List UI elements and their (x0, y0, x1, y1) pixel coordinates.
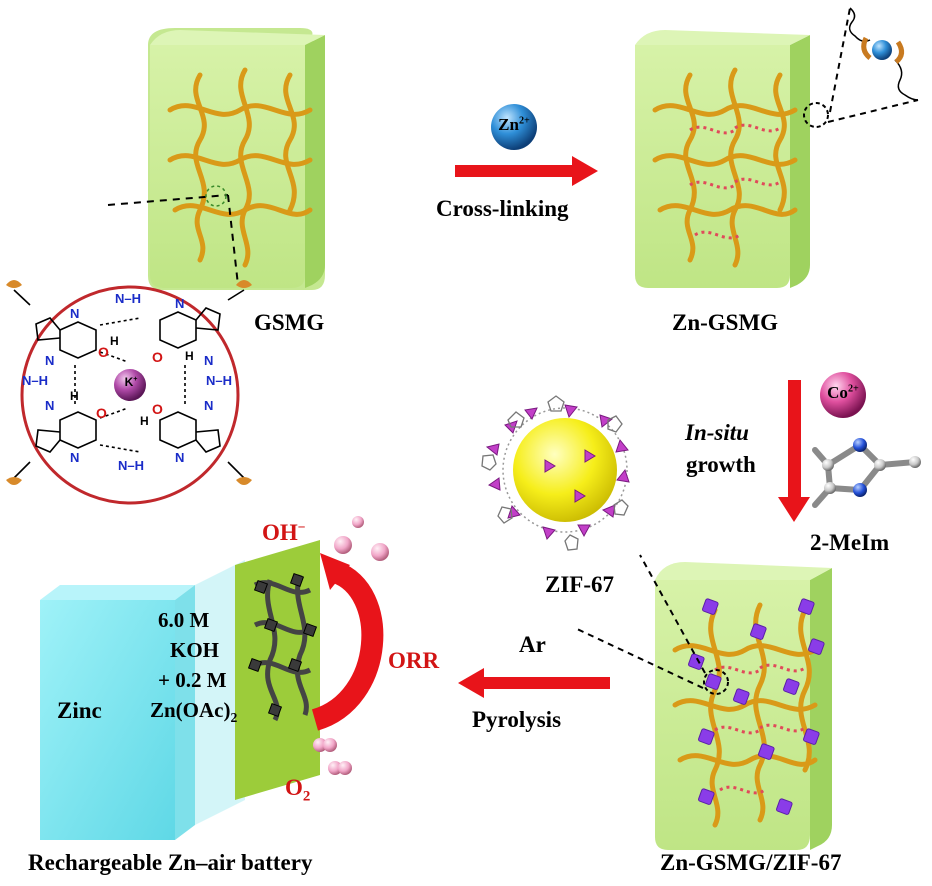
oh-label: OH− (262, 519, 306, 545)
g-quartet-hbonds (74, 317, 186, 453)
oxygen-atom-label: O (152, 349, 163, 365)
nitrogen-atom-label: N (45, 353, 54, 368)
oxygen-atom-label: O (152, 401, 163, 417)
zn-zoom-inset (827, 7, 919, 123)
battery-label: Rechargeable Zn–air battery (28, 850, 313, 875)
ar-label: Ar (519, 632, 546, 657)
co-ion-label: Co2+ (827, 383, 859, 402)
g-quartet-tails (6, 280, 252, 485)
g-quartet-oxygens: O O O O (96, 344, 163, 421)
orr-label: ORR (388, 648, 440, 673)
zinc-electrode (40, 585, 195, 840)
zif-crosslinks (714, 663, 806, 795)
zif-gsmg-fiber-network (672, 602, 818, 828)
k-ion-sphere (114, 369, 146, 401)
crosslinking-label: Cross-linking (436, 196, 569, 221)
hydrogen-atom-label: H (70, 389, 79, 403)
gsmg-zoom-circle (205, 185, 227, 207)
gsmg-fiber-network (167, 67, 313, 268)
two-meim-molecule (812, 441, 918, 508)
nitrogen-atom-label: N (175, 450, 184, 465)
co-ion-sphere (820, 372, 866, 418)
oh-molecules (334, 516, 389, 561)
two-meim-atoms (822, 438, 921, 497)
o2-molecules (313, 738, 352, 775)
orr-arrowhead (320, 553, 350, 590)
two-meim-label: 2-MeIm (810, 530, 890, 555)
nitrogen-atom-label: N (175, 296, 184, 311)
nitrogen-atom-label: N–H (22, 373, 48, 388)
nitrogen-atom-label: N (45, 398, 54, 413)
hydrogen-atom-label: H (110, 334, 119, 348)
g-quartet-hydrogens: H H H H (70, 334, 194, 428)
nitrogen-atom-label: N (204, 353, 213, 368)
nitrogen-atom-label: N (70, 450, 79, 465)
insitu-label: In-situ (685, 420, 749, 445)
oxygen-atom-label: O (98, 344, 109, 360)
oxygen-atom-label: O (96, 405, 107, 421)
o2-label: O2 (285, 775, 311, 805)
orr-curved-arrow (311, 561, 384, 731)
zif-zoom-circle (703, 669, 729, 695)
nitrogen-atom-label: N–H (118, 458, 144, 473)
air-cathode (235, 540, 320, 800)
electrolyte-line-2: KOH (170, 638, 220, 662)
electrolyte-line-3: + 0.2 M (158, 668, 227, 692)
electrolyte-line-1: 6.0 M (158, 608, 210, 632)
zif-zoom-lines (574, 554, 706, 689)
zn-crosslinks (689, 123, 781, 240)
g-quartet-bonds (13, 289, 245, 479)
nitrogen-atom-label: N (204, 398, 213, 413)
gsmg-label: GSMG (254, 310, 325, 335)
zn-gsmg-label: Zn-GSMG (672, 310, 779, 335)
zn-ion-label: Zn2+ (498, 115, 530, 134)
cathode-particles (247, 572, 318, 718)
nitrogen-atom-label: N (70, 306, 79, 321)
nitrogen-atom-label: N–H (206, 373, 232, 388)
electrolyte-region (195, 560, 245, 825)
zn-zoom-circle (803, 102, 829, 128)
zif-particles (688, 598, 825, 815)
zn-ion-sphere (491, 104, 537, 150)
zinc-label: Zinc (57, 698, 102, 723)
pyrolysis-label: Pyrolysis (472, 707, 562, 732)
g-quartet-nitrogens: N N–H N N N N–H N–H N N N N–H N (22, 291, 232, 473)
nitrogen-atom-label: N–H (115, 291, 141, 306)
pyrolysis-arrow (458, 668, 610, 698)
crosslinking-arrow (455, 156, 598, 186)
insitu-growth-arrow (778, 380, 810, 522)
zif67-framework (481, 395, 630, 551)
k-ion-label: K+ (124, 374, 138, 389)
hydrogen-atom-label: H (185, 349, 194, 363)
zn-gsmg-fiber-network (652, 67, 798, 268)
hydrogen-atom-label: H (140, 414, 149, 428)
growth-label: growth (686, 452, 756, 477)
zn-gsmg-zif67-label: Zn-GSMG/ZIF-67 (660, 850, 842, 875)
electrolyte-line-4: Zn(OAc)2 (150, 698, 238, 726)
gsmg-zoom-lines (107, 194, 239, 286)
zif67-label: ZIF-67 (545, 572, 614, 597)
